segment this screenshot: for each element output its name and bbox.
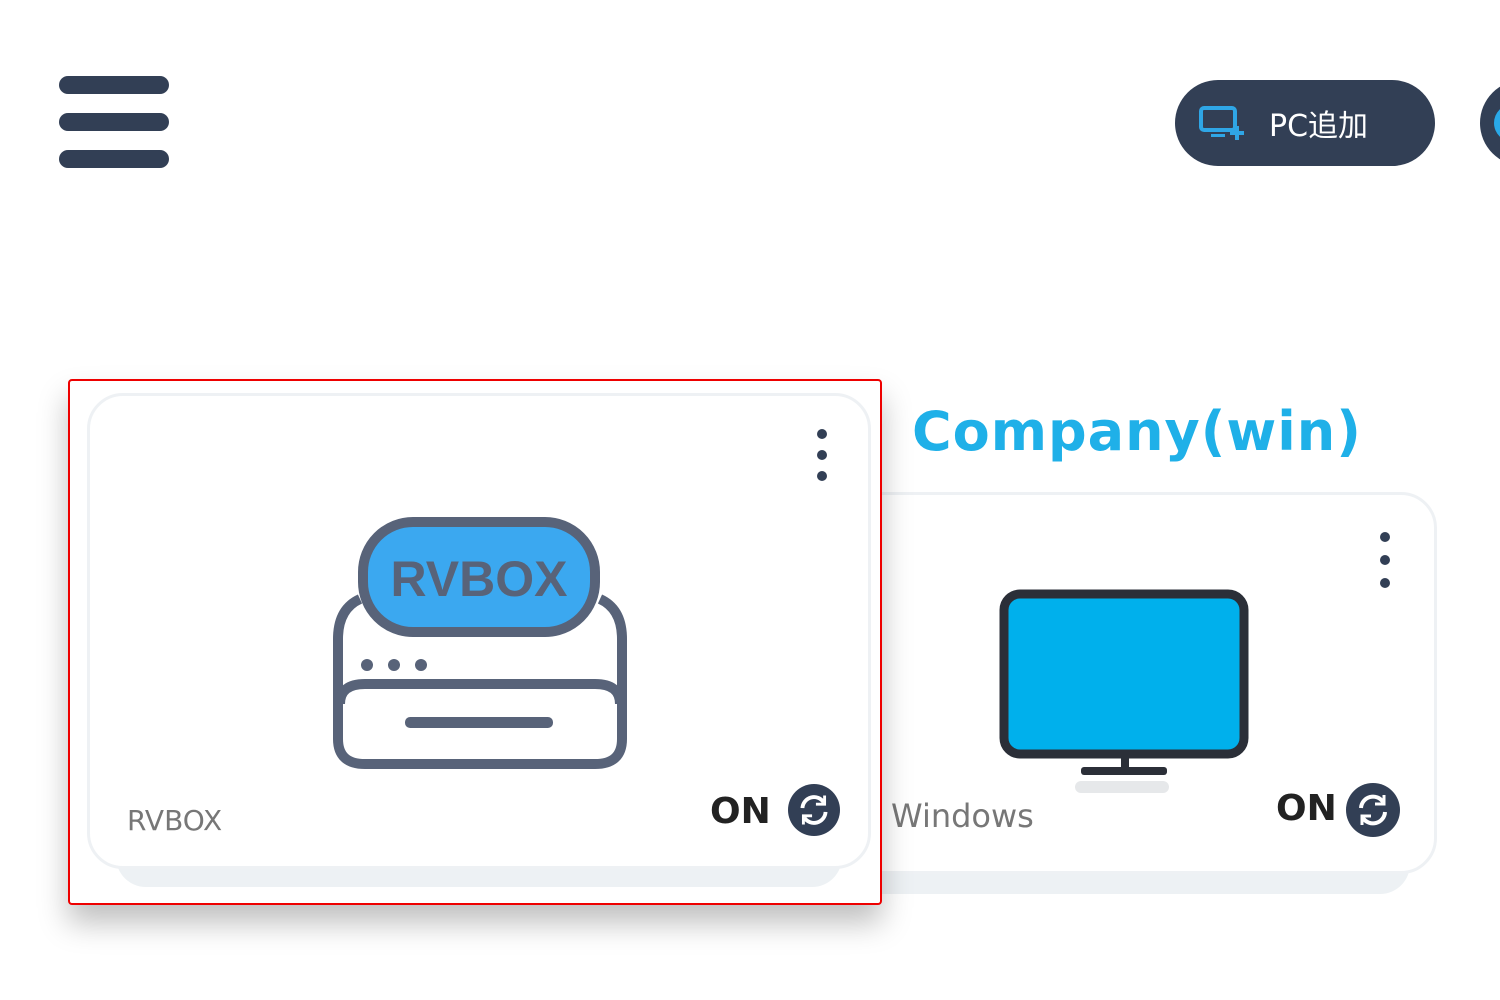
hamburger-icon: [59, 76, 169, 94]
selected-card-frame[interactable]: RVBOX RVBOX ON: [68, 379, 882, 905]
add-pc-button[interactable]: PC追加: [1175, 80, 1435, 166]
pc-card-rvbox[interactable]: RVBOX RVBOX ON: [87, 393, 871, 869]
account-icon: [1494, 104, 1500, 142]
more-options-icon[interactable]: [812, 429, 832, 485]
more-options-icon[interactable]: [1375, 532, 1395, 588]
rvbox-logo-text: RVBOX: [391, 551, 568, 607]
add-pc-label: PC追加: [1269, 109, 1369, 144]
account-button[interactable]: [1480, 80, 1500, 166]
hamburger-icon-bar: [59, 113, 169, 131]
pc-name: Windows: [891, 797, 1034, 835]
menu-button[interactable]: [59, 76, 169, 168]
group-title: Company(win): [912, 400, 1362, 463]
refresh-icon[interactable]: [788, 784, 840, 836]
rvbox-device-icon: RVBOX: [333, 517, 627, 769]
monitor-icon: [999, 589, 1249, 793]
monitor-plus-icon: [1199, 106, 1244, 140]
pc-card-windows[interactable]: Windows ON: [820, 492, 1437, 874]
pc-status: ON: [710, 791, 771, 832]
hamburger-icon-bar: [59, 150, 169, 168]
pc-name: RVBOX: [127, 804, 223, 837]
pc-status: ON: [1276, 788, 1337, 829]
refresh-icon[interactable]: [1346, 783, 1400, 837]
